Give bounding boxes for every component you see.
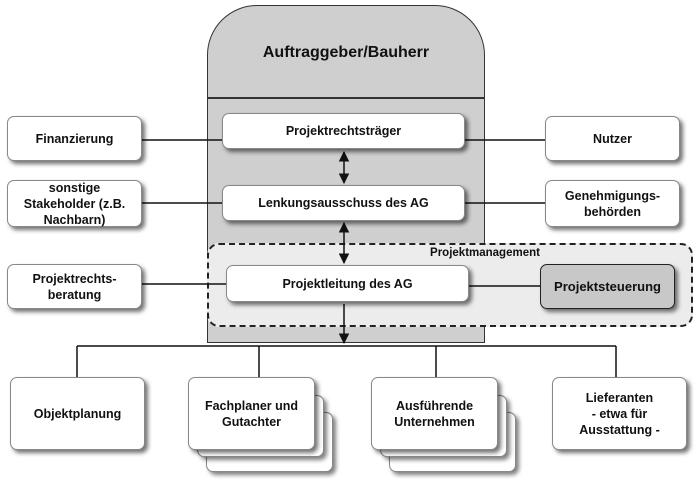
legal-advice-box: Projektrechts- beratung — [7, 264, 142, 309]
project-owner-box: Projektrechtsträger — [222, 113, 465, 149]
contractors-box: Ausführende Unternehmen — [371, 377, 498, 450]
financing-box: Finanzierung — [7, 116, 142, 161]
suppliers-box: Lieferanten - etwa für Ausstattung - — [552, 377, 687, 450]
client-divider — [207, 97, 485, 99]
authorities-box: Genehmigungs- behörden — [545, 180, 680, 227]
project-control-box: Projektsteuerung — [540, 264, 675, 309]
steering-committee-box: Lenkungsausschuss des AG — [222, 185, 465, 221]
project-management-label: Projektmanagement — [430, 247, 540, 259]
object-planning-box: Objektplanung — [10, 377, 145, 450]
project-lead-box: Projektleitung des AG — [226, 265, 469, 302]
users-box: Nutzer — [545, 116, 680, 161]
specialists-box: Fachplaner und Gutachter — [188, 377, 315, 450]
stakeholders-box: sonstige Stakeholder (z.B. Nachbarn) — [7, 180, 142, 227]
client-title: Auftraggeber/Bauherr — [262, 44, 430, 61]
